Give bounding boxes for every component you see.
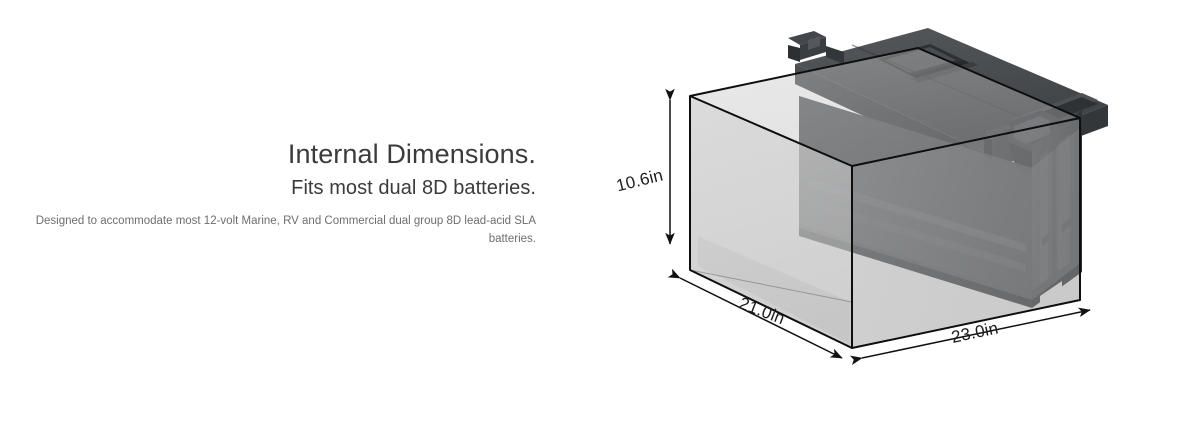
page-subtitle: Fits most dual 8D batteries. bbox=[291, 177, 536, 200]
latch-rear-left bbox=[788, 31, 844, 64]
product-description-text: Designed to accommodate most 12-volt Mar… bbox=[35, 215, 536, 246]
marketing-text-panel: Internal Dimensions. Fits most dual 8D b… bbox=[0, 138, 536, 249]
page-title: Internal Dimensions. bbox=[287, 139, 536, 169]
glass-right-face bbox=[852, 118, 1080, 348]
product-illustration: 10.6in 21.0in 23.0in bbox=[612, 0, 1202, 421]
dimension-height-label: 10.6in bbox=[614, 165, 665, 195]
dimension-height: 10.6in bbox=[614, 88, 675, 245]
glass-top-face bbox=[690, 48, 1080, 166]
